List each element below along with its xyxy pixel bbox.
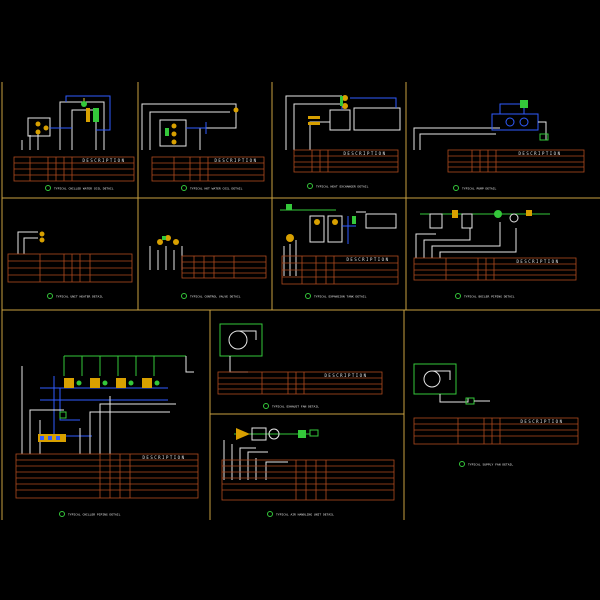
piping-schematic — [285, 95, 401, 150]
equipment-symbols — [35, 101, 99, 135]
fan-symbol — [413, 363, 490, 405]
detail-caption: TYPICAL HOT WATER COIL DETAIL — [190, 187, 243, 191]
caption-marker-icon — [181, 185, 187, 191]
caption-marker-icon — [459, 461, 465, 467]
schedule-table — [217, 371, 383, 395]
equipment-symbols — [286, 204, 356, 242]
table-header: DESCRIPTION — [521, 419, 564, 424]
equipment-symbols — [308, 95, 348, 125]
caption-marker-icon — [45, 185, 51, 191]
caption-marker-icon — [453, 185, 459, 191]
schedule-table — [13, 156, 135, 182]
table-header: DESCRIPTION — [519, 151, 562, 156]
caption-marker-icon — [263, 403, 269, 409]
schedule-table — [151, 156, 265, 182]
piping-schematic — [223, 433, 310, 480]
detail-caption: TYPICAL HEAT EXCHANGER DETAIL — [316, 185, 369, 189]
detail-panel-8: DESCRIPTION TYPICAL BOILER PIPING DETAIL — [413, 210, 577, 299]
schedule-table — [15, 453, 199, 499]
equipment-symbols — [236, 427, 319, 441]
detail-caption: TYPICAL UNIT HEATER DETAIL — [56, 295, 103, 299]
detail-panel-4: DESCRIPTION TYPICAL PUMP DETAIL — [413, 100, 585, 191]
schedule-table — [181, 255, 267, 279]
piping-schematic — [413, 103, 549, 150]
caption-marker-icon — [267, 511, 273, 517]
detail-caption: TYPICAL CHILLER PIPING DETAIL — [68, 513, 121, 517]
detail-caption: TYPICAL CONTROL VALVE DETAIL — [190, 295, 241, 299]
panel-frames — [1, 82, 600, 520]
fan-symbol — [219, 323, 263, 373]
detail-panel-6: TYPICAL CONTROL VALVE DETAIL — [149, 235, 267, 299]
detail-panel-1: DESCRIPTION TYPICAL CHILLED WATER COIL D… — [13, 95, 135, 191]
schedule-table — [413, 417, 579, 445]
caption-marker-icon — [47, 293, 53, 299]
piping-schematic — [149, 246, 183, 270]
detail-caption: TYPICAL EXHAUST FAN DETAIL — [272, 405, 319, 409]
piping-schematic — [17, 231, 38, 254]
table-header: DESCRIPTION — [143, 455, 186, 460]
table-header: DESCRIPTION — [83, 158, 126, 163]
detail-caption: TYPICAL BOILER PIPING DETAIL — [464, 295, 515, 299]
piping-schematic — [21, 95, 111, 150]
detail-caption: TYPICAL EXPANSION TANK DETAIL — [314, 295, 367, 299]
schedule-table — [447, 149, 585, 173]
caption-marker-icon — [59, 511, 65, 517]
schedule-table — [221, 459, 395, 501]
detail-panel-11: DESCRIPTION TYPICAL SUPPLY FAN DETAIL — [413, 363, 579, 467]
equipment-symbols — [165, 107, 239, 145]
schedule-table — [413, 257, 577, 281]
schedule-table — [7, 253, 133, 283]
detail-panel-7: DESCRIPTION TYPICAL EXPANSION TANK DETAI… — [280, 204, 399, 299]
caption-marker-icon — [455, 293, 461, 299]
table-header: DESCRIPTION — [517, 259, 560, 264]
caption-marker-icon — [307, 183, 313, 189]
detail-caption: TYPICAL CHILLED WATER COIL DETAIL — [54, 187, 114, 191]
equipment-symbols — [429, 210, 532, 229]
equipment-symbols — [157, 235, 179, 245]
caption-marker-icon — [181, 293, 187, 299]
detail-panel-2: DESCRIPTION TYPICAL HOT WATER COIL DETAI… — [141, 103, 265, 191]
schedule-table — [281, 255, 399, 285]
detail-panel-9: DESCRIPTION TYPICAL CHILLER PIPING DETAI… — [15, 355, 199, 517]
piping-schematic — [141, 103, 237, 150]
equipment-symbols — [39, 231, 45, 243]
detail-caption: TYPICAL PUMP DETAIL — [462, 187, 497, 191]
detail-panel-12: TYPICAL AIR HANDLING UNIT DETAIL — [221, 427, 395, 517]
detail-caption: TYPICAL SUPPLY FAN DETAIL — [468, 463, 513, 467]
schedule-table — [293, 149, 399, 173]
table-header: DESCRIPTION — [325, 373, 368, 378]
detail-panel-10: DESCRIPTION TYPICAL EXHAUST FAN DETAIL — [217, 323, 383, 409]
equipment-symbols — [505, 100, 529, 127]
detail-panel-5: TYPICAL UNIT HEATER DETAIL — [7, 231, 133, 299]
table-header: DESCRIPTION — [215, 158, 258, 163]
detail-caption: TYPICAL AIR HANDLING UNIT DETAIL — [276, 513, 334, 517]
detail-panel-3: DESCRIPTION TYPICAL HEAT EXCHANGER DETAI… — [285, 95, 401, 189]
equipment-symbols — [38, 378, 160, 442]
table-header: DESCRIPTION — [347, 257, 390, 262]
table-header: DESCRIPTION — [344, 151, 387, 156]
caption-marker-icon — [305, 293, 311, 299]
piping-schematic — [415, 213, 550, 258]
piping-schematic — [280, 209, 397, 276]
